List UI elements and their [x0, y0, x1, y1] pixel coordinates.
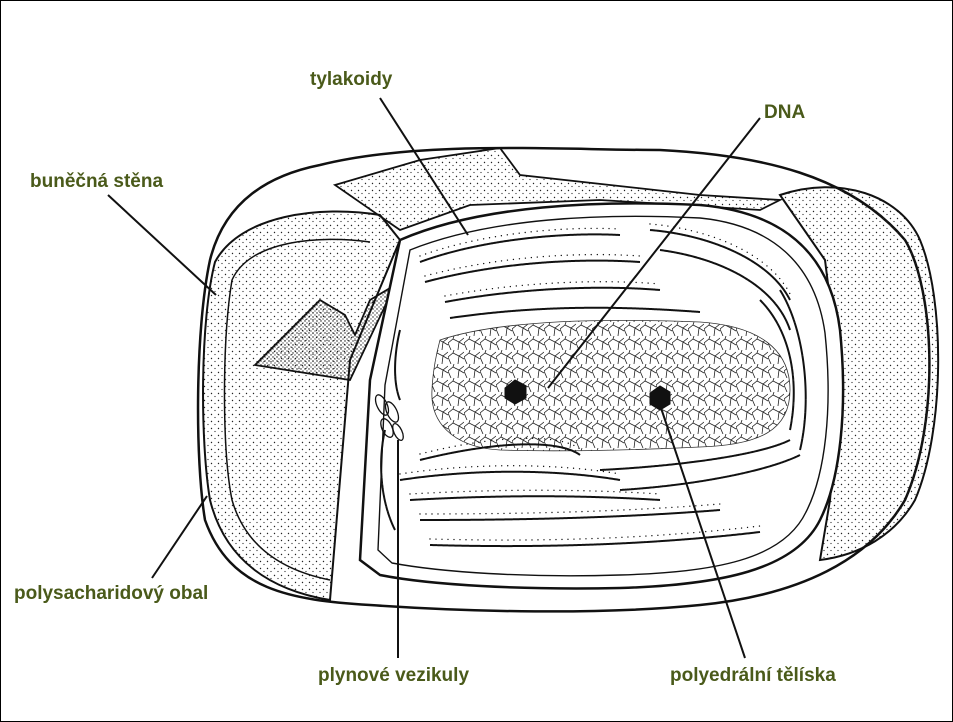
leader-polysaccharide: [152, 496, 207, 578]
label-polyhedral-bodies: polyedrální tělíska: [670, 666, 836, 685]
label-dna: DNA: [764, 103, 805, 122]
label-tylakoidy: tylakoidy: [310, 70, 392, 89]
label-polysaccharide-envelope: polysacharidový obal: [14, 584, 208, 603]
nucleoid-region: [432, 320, 790, 450]
label-gas-vesicles: plynové vezikuly: [318, 666, 469, 685]
leader-cell-wall: [108, 195, 216, 295]
label-cell-wall: buněčná stěna: [30, 172, 163, 191]
